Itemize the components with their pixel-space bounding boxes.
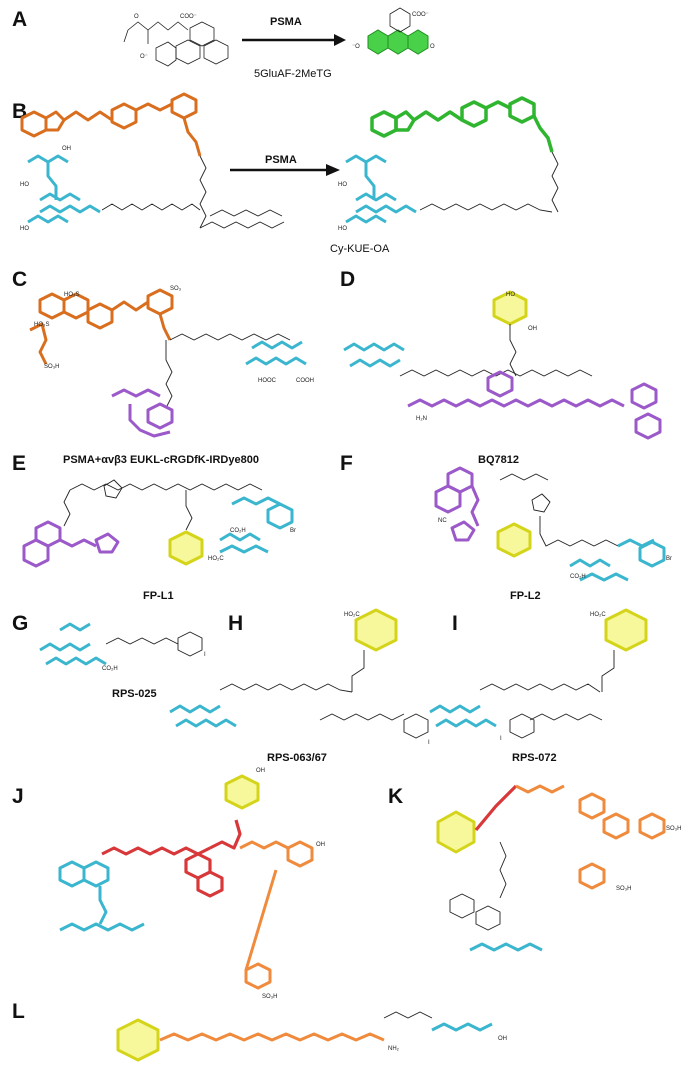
panel-f-letter: F (340, 452, 353, 475)
svg-text:OH: OH (528, 326, 537, 332)
panel-k-letter: K (388, 785, 404, 808)
panel-h-letter: H (228, 612, 244, 635)
svg-text:HO: HO (506, 292, 515, 298)
svg-text:HO: HO (20, 182, 29, 188)
text-coo: COO⁻ (180, 14, 197, 20)
panel-a-arrow-label: PSMA (270, 16, 302, 28)
svg-text:SO₃H: SO₃H (666, 826, 681, 832)
svg-text:OH: OH (498, 1036, 507, 1042)
panel-e-caption: FP-L1 (143, 590, 174, 602)
svg-text:SO₃: SO₃ (170, 286, 182, 292)
svg-text:O: O (430, 44, 435, 50)
panel-b-caption: Cy-KUE-OA (330, 243, 390, 255)
svg-text:I: I (428, 740, 430, 746)
svg-text:HO₃S: HO₃S (34, 322, 49, 328)
svg-text:OH: OH (62, 146, 71, 152)
svg-text:HO₂C: HO₂C (344, 612, 360, 618)
svg-text:NH₂: NH₂ (388, 1046, 400, 1052)
panel-i-caption: RPS-072 (512, 752, 557, 764)
text-o-minus: O (134, 14, 139, 20)
svg-text:CO₂H: CO₂H (230, 528, 246, 534)
panel-e-letter: E (12, 452, 27, 475)
text-o-minus-2: O⁻ (140, 54, 148, 60)
svg-text:SO₃H: SO₃H (616, 886, 631, 892)
svg-text:CO₂H: CO₂H (102, 666, 118, 672)
panel-c-caption: PSMA+αvβ3 EUKL-cRGDfK-IRDye800 (63, 454, 259, 466)
svg-text:I: I (204, 652, 206, 658)
svg-text:OH: OH (316, 842, 325, 848)
svg-text:COOH: COOH (296, 378, 314, 384)
svg-text:HO₃S: HO₃S (64, 292, 79, 298)
svg-text:⁻O: ⁻O (352, 44, 360, 50)
svg-text:HO: HO (338, 182, 347, 188)
panel-a-caption: 5GluAF-2MeTG (254, 68, 332, 80)
panel-d-letter: D (340, 268, 356, 291)
svg-text:SO₃H: SO₃H (44, 364, 59, 370)
svg-text:HOOC: HOOC (258, 378, 277, 384)
svg-text:HO₂C: HO₂C (590, 612, 606, 618)
panel-i-letter: I (452, 612, 458, 635)
panel-j-letter: J (12, 785, 24, 808)
svg-text:Br: Br (290, 528, 296, 534)
panel-b-arrow-label: PSMA (265, 154, 297, 166)
svg-text:Br: Br (666, 556, 672, 562)
panel-a-letter: A (12, 8, 28, 31)
panel-l-letter: L (12, 1000, 25, 1023)
svg-text:HO: HO (20, 226, 29, 232)
svg-text:HO: HO (338, 226, 347, 232)
svg-text:NC: NC (438, 518, 447, 524)
svg-text:I: I (500, 736, 502, 742)
svg-text:SO₃H: SO₃H (262, 994, 277, 1000)
svg-text:COO⁻: COO⁻ (412, 12, 429, 18)
panel-h-caption: RPS-063/67 (267, 752, 327, 764)
panel-d-caption: BQ7812 (478, 454, 519, 466)
panel-g-caption: RPS-025 (112, 688, 157, 700)
svg-text:OH: OH (256, 768, 265, 774)
panel-g-letter: G (12, 612, 29, 635)
svg-text:HO₂C: HO₂C (208, 556, 224, 562)
panel-c-letter: C (12, 268, 28, 291)
panel-f-caption: FP-L2 (510, 590, 541, 602)
svg-text:CO₂H: CO₂H (570, 574, 586, 580)
svg-text:H₂N: H₂N (416, 416, 427, 422)
